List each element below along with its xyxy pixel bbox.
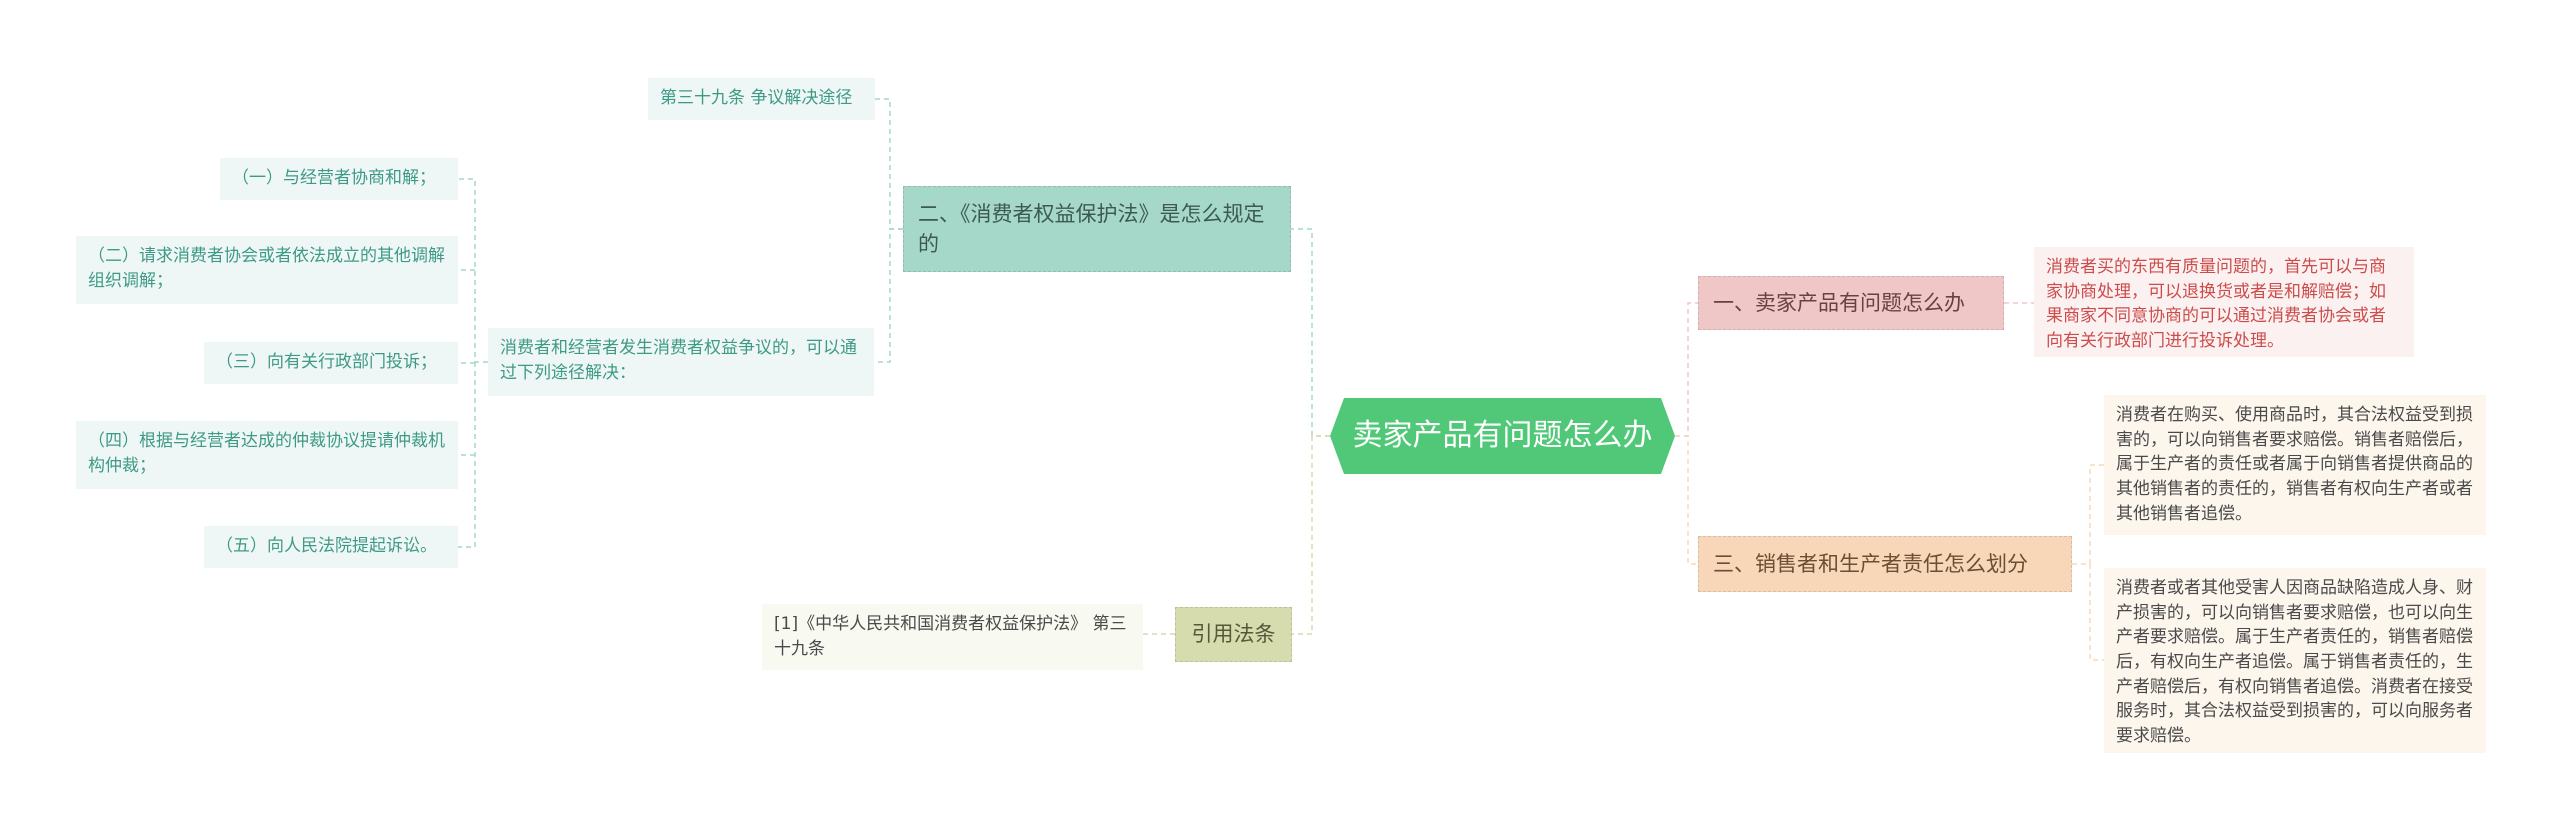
leaf-article-39[interactable]: 第三十九条 争议解决途径 <box>648 78 875 120</box>
branch-cited-law[interactable]: 引用法条 <box>1175 607 1292 662</box>
leaf-defect-responsibility[interactable]: 消费者或者其他受害人因商品缺陷造成人身、财产损害的，可以向销售者要求赔偿，也可以… <box>2104 568 2486 753</box>
leaf-way-5[interactable]: （五）向人民法院提起诉讼。 <box>204 526 458 568</box>
leaf-way-4[interactable]: （四）根据与经营者达成的仲裁协议提请仲裁机构仲裁； <box>76 421 458 489</box>
leaf-citation[interactable]: [1]《中华人民共和国消费者权益保护法》 第三十九条 <box>762 604 1143 670</box>
branch-responsibility[interactable]: 三、销售者和生产者责任怎么划分 <box>1698 536 2072 592</box>
leaf-way-3[interactable]: （三）向有关行政部门投诉； <box>204 342 458 384</box>
leaf-way-2[interactable]: （二）请求消费者协会或者依法成立的其他调解组织调解； <box>76 236 458 304</box>
leaf-seller-responsibility[interactable]: 消费者在购买、使用商品时，其合法权益受到损害的，可以向销售者要求赔偿。销售者赔偿… <box>2104 395 2486 535</box>
leaf-way-1[interactable]: （一）与经营者协商和解； <box>220 158 458 200</box>
leaf-dispute-intro[interactable]: 消费者和经营者发生消费者权益争议的，可以通过下列途径解决： <box>488 328 874 396</box>
central-topic[interactable]: 卖家产品有问题怎么办 <box>1330 398 1675 474</box>
leaf-problem-detail[interactable]: 消费者买的东西有质量问题的，首先可以与商家协商处理，可以退换货或者是和解赔偿；如… <box>2034 247 2414 357</box>
branch-product-problem[interactable]: 一、卖家产品有问题怎么办 <box>1698 276 2004 330</box>
branch-consumer-law[interactable]: 二、《消费者权益保护法》是怎么规定的 <box>903 186 1291 272</box>
